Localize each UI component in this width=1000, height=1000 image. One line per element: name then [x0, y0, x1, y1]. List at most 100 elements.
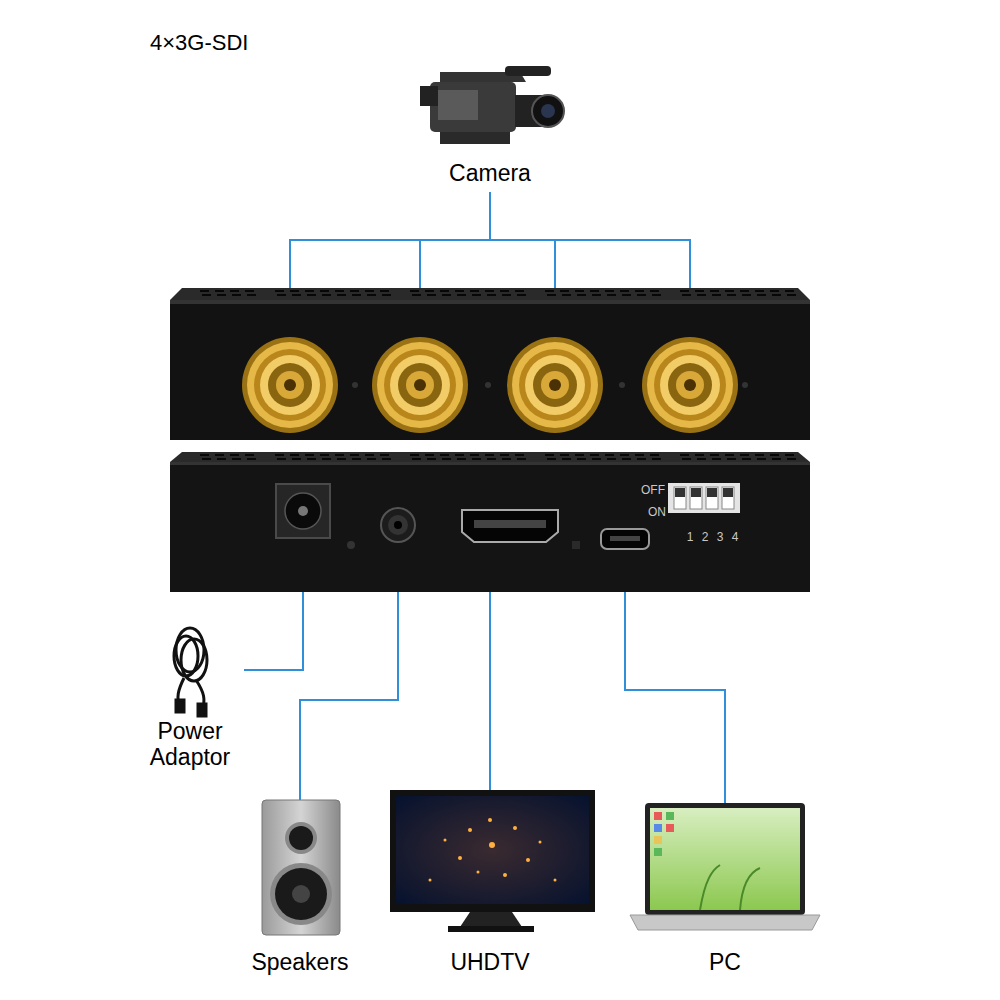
bnc-connector: [268, 363, 312, 407]
tv-icon: [390, 790, 595, 912]
front-panel: [787, 294, 796, 296]
back-panel: [170, 452, 810, 592]
front-panel: [487, 294, 496, 296]
front-panel: [305, 290, 314, 292]
cable-line: [244, 592, 303, 670]
front-panel: [635, 290, 644, 292]
front-panel: [592, 294, 601, 296]
laptop-icon: [654, 812, 674, 856]
dip-switch: [675, 488, 685, 497]
audio-jack: [381, 508, 415, 542]
bnc-connector: [284, 379, 296, 391]
front-panel: [680, 290, 689, 292]
back-panel: [562, 458, 571, 460]
back-panel: [592, 458, 601, 460]
back-panel: [545, 454, 554, 456]
front-panel: [425, 290, 434, 292]
front-panel: [170, 288, 810, 440]
device-label: PC: [625, 800, 825, 975]
tv-icon: [488, 818, 492, 822]
back-panel: [770, 454, 779, 456]
speaker-icon: [292, 885, 310, 903]
back-panel: [680, 454, 689, 456]
tv-icon: [396, 796, 589, 904]
hdmi-port: [474, 520, 546, 528]
front-panel: [697, 294, 706, 296]
back-panel: [232, 458, 241, 460]
front-panel: [577, 294, 586, 296]
dip-switch: [691, 488, 701, 497]
switch-state-label: ON: [648, 505, 666, 519]
front-panel: [772, 294, 781, 296]
diagram-title: 4×3G-SDI: [150, 30, 248, 56]
bnc-connector: [654, 349, 726, 421]
front-panel: [367, 294, 376, 296]
switch-number: 2: [702, 530, 709, 544]
front-panel: [412, 294, 421, 296]
back-panel: [230, 454, 239, 456]
speaker-icon: [289, 826, 313, 850]
laptop-icon: [654, 836, 662, 844]
back-panel: [277, 458, 286, 460]
front-panel: [322, 294, 331, 296]
micro-usb-port: [601, 529, 649, 549]
back-panel: [470, 454, 479, 456]
front-panel: [200, 290, 209, 292]
laptop-icon: [700, 865, 760, 910]
laptop-icon: [666, 812, 674, 820]
back-panel: [650, 454, 659, 456]
bnc-connector: [647, 342, 733, 428]
bnc-connector: [676, 371, 704, 399]
back-panel: [517, 458, 526, 460]
tv-icon: [458, 856, 462, 860]
bnc-connector: [247, 342, 333, 428]
back-panel: [637, 458, 646, 460]
device-label: UHDTV: [385, 788, 595, 975]
back-panel: [725, 454, 734, 456]
front-panel: [682, 294, 691, 296]
front-panel: [562, 294, 571, 296]
bnc-connector: [660, 355, 720, 415]
bnc-connector: [619, 382, 625, 388]
front-panel: [695, 290, 704, 292]
back-panel: [620, 454, 629, 456]
speaker-icon: [275, 868, 327, 920]
front-panel: [757, 294, 766, 296]
tv-icon: [429, 879, 432, 882]
front-panel: [770, 290, 779, 292]
tv-icon: [390, 790, 595, 932]
back-panel: [245, 454, 254, 456]
front-panel: [292, 294, 301, 296]
front-panel: [725, 290, 734, 292]
back-panel: [727, 458, 736, 460]
bnc-connector: [668, 363, 712, 407]
bnc-connector: [384, 349, 456, 421]
front-panel: [712, 294, 721, 296]
front-panel: [365, 290, 374, 292]
bnc-connector: [519, 349, 591, 421]
front-panel: [470, 290, 479, 292]
front-panel: [320, 290, 329, 292]
bnc-connector: [260, 355, 320, 415]
back-panel: [755, 454, 764, 456]
micro-usb-port: [601, 529, 649, 549]
power-jack: [298, 506, 308, 516]
tv-icon: [477, 871, 480, 874]
switch-number: 3: [717, 530, 724, 544]
back-panel: [695, 454, 704, 456]
front-panel: [382, 294, 391, 296]
bnc-connector: [352, 382, 358, 388]
tv-icon: [513, 826, 517, 830]
laptop-icon: [666, 824, 674, 832]
led: [347, 541, 355, 549]
front-panel: [650, 290, 659, 292]
back-panel: [307, 458, 316, 460]
back-panel: [590, 454, 599, 456]
bnc-connector: [485, 382, 491, 388]
camera-icon: [505, 66, 551, 76]
front-panel: [605, 290, 614, 292]
back-panel: [622, 458, 631, 460]
bnc-connector: [549, 379, 561, 391]
front-panel: [517, 294, 526, 296]
